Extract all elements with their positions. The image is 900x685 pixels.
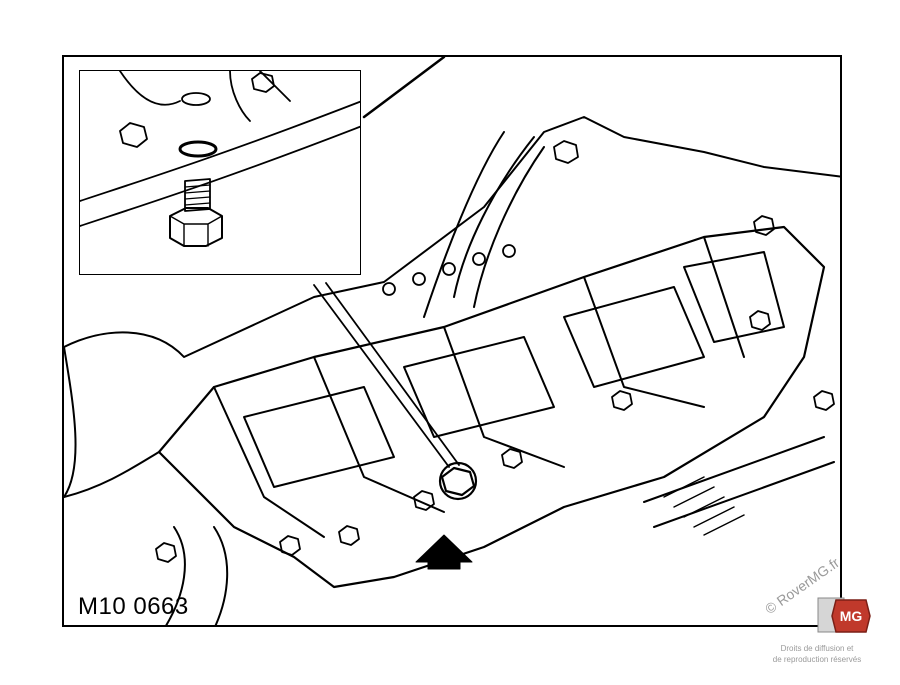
- drain-plug-detail-drawing: [80, 71, 360, 247]
- sealing-washer-icon: [178, 140, 218, 158]
- up-arrow-icon: [415, 534, 473, 570]
- detail-inset: [79, 70, 361, 275]
- mg-logo-icon: MG: [817, 597, 871, 633]
- watermark-rights-line-1: Droits de diffusion et: [780, 644, 854, 653]
- drain-plug-icon: [438, 461, 478, 501]
- watermark-rights-line-2: de reproduction réservés: [772, 655, 862, 664]
- mg-logo-text: MG: [840, 608, 863, 624]
- figure-reference-code: M10 0663: [78, 593, 189, 620]
- watermark: © RoverMG.fr MG: [752, 540, 892, 680]
- diagram-frame: M10 0663: [62, 55, 842, 627]
- watermark-rights-notice: Droits de diffusion et de reproduction r…: [752, 643, 882, 665]
- drain-plug-icon: [169, 178, 223, 247]
- gearbox-underside-drawing: [64, 57, 840, 625]
